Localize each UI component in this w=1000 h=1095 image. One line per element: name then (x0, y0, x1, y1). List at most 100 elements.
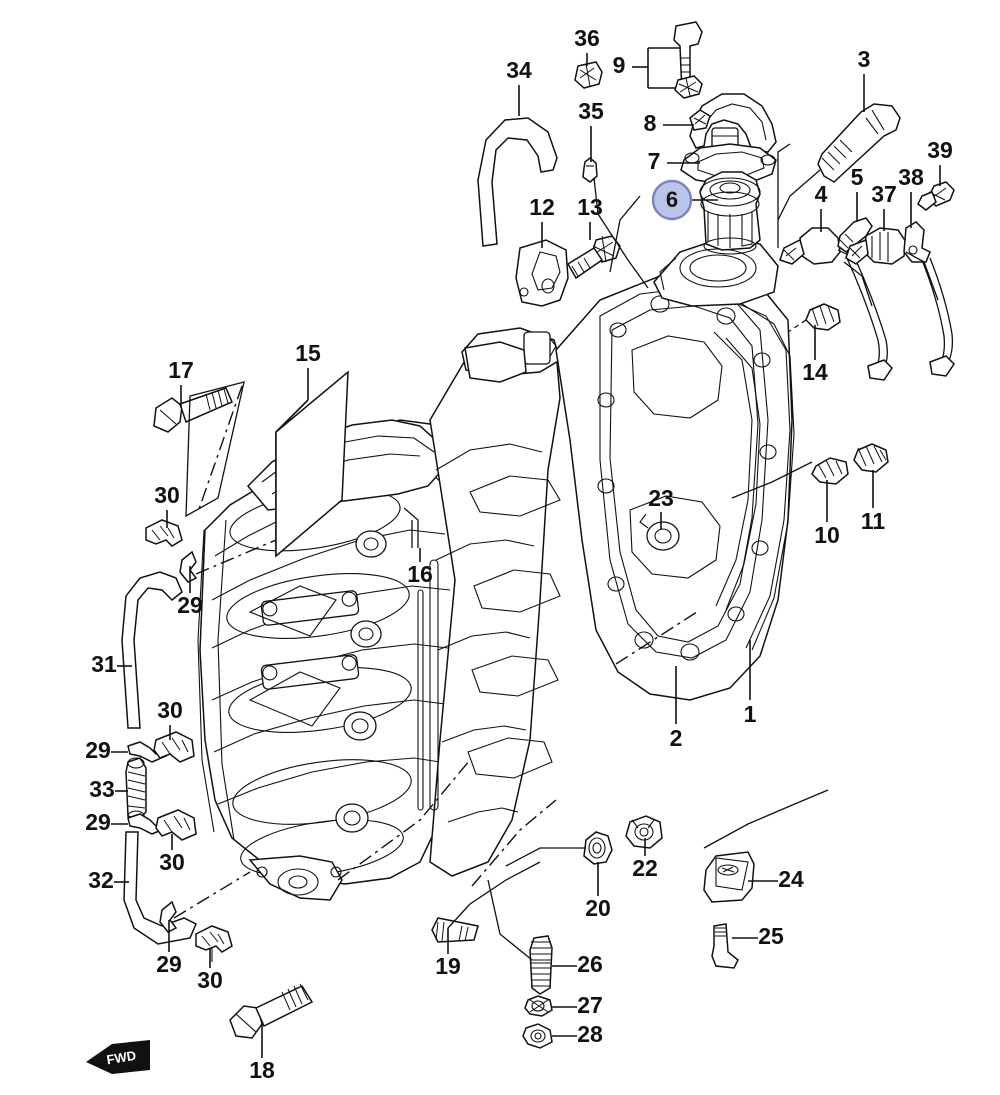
callout-number-label: 34 (506, 57, 532, 83)
callout-number-label: 29 (85, 809, 111, 835)
callout-2[interactable]: 2 (670, 666, 683, 751)
callout-number-label: 10 (814, 522, 840, 548)
callout-36[interactable]: 36 (574, 25, 600, 66)
callout-12[interactable]: 12 (529, 194, 555, 248)
callout-number-label: 1 (744, 701, 757, 727)
callout-number-label: 27 (577, 992, 603, 1018)
callout-29[interactable]: 29 (85, 737, 128, 763)
part-14-plug (787, 303, 841, 333)
callout-14[interactable]: 14 (802, 325, 828, 385)
callout-22[interactable]: 22 (632, 838, 658, 881)
leader-dash-2 (471, 799, 557, 887)
callout-28[interactable]: 28 (552, 1021, 603, 1047)
leader-35-to-block (593, 177, 649, 289)
part-26-stud (529, 935, 553, 995)
part-5-bolt (837, 217, 873, 253)
part-37-sensor (845, 227, 907, 265)
callout-number-label: 39 (927, 137, 953, 163)
callout-33[interactable]: 33 (89, 776, 128, 802)
callout-24[interactable]: 24 (748, 866, 804, 892)
part-15-gasket-plate (275, 370, 349, 558)
callout-26[interactable]: 26 (552, 951, 603, 977)
part-7-gasket (680, 143, 777, 185)
callout-15[interactable]: 15 (295, 340, 321, 400)
callout-30[interactable]: 30 (197, 948, 223, 993)
callout-number-label: 9 (613, 52, 626, 78)
part-12-bracket (515, 239, 569, 307)
leader-20-long (505, 847, 586, 867)
callout-number-label: 24 (778, 866, 804, 892)
leader-dash-6 (197, 385, 243, 513)
leader-24-long (703, 789, 829, 849)
part-3-bolt (817, 103, 901, 183)
callout-number-label: 22 (632, 855, 658, 881)
callout-19[interactable]: 19 (435, 928, 461, 979)
callout-29[interactable]: 29 (156, 920, 182, 977)
callout-23[interactable]: 23 (648, 485, 674, 530)
part-24-bracket (703, 851, 755, 903)
callout-38[interactable]: 38 (898, 164, 924, 228)
callout-9[interactable]: 9 (613, 52, 648, 78)
part-34-hose (477, 117, 558, 247)
leader-3-bracket (777, 169, 821, 221)
callout-number-label: 8 (644, 110, 657, 136)
callout-29[interactable]: 29 (85, 809, 128, 835)
callout-37[interactable]: 37 (871, 181, 897, 231)
callout-number-label: 29 (156, 951, 182, 977)
callout-5[interactable]: 5 (851, 164, 864, 222)
part-4-sensor (779, 227, 893, 381)
callout-32[interactable]: 32 (88, 867, 129, 893)
leader-19-long (447, 861, 541, 929)
callout-number-label: 14 (802, 359, 828, 385)
callout-35[interactable]: 35 (578, 98, 604, 162)
fwd-orientation-marker: FWD (86, 1040, 150, 1074)
part-22-nut (625, 815, 663, 849)
callout-13[interactable]: 13 (577, 194, 603, 240)
callout-16[interactable]: 16 (407, 548, 433, 587)
callout-30[interactable]: 30 (157, 697, 183, 740)
callout-number-label: 33 (89, 776, 115, 802)
leader-38-wire (905, 251, 939, 301)
callout-number-label: 25 (758, 923, 784, 949)
callout-number-label: 7 (648, 148, 661, 174)
callout-8[interactable]: 8 (644, 110, 694, 136)
highlighted-callout-6[interactable]: 6 (651, 179, 718, 221)
part-38-bracket (903, 221, 955, 377)
leader-4-wire (843, 261, 873, 307)
callout-27[interactable]: 27 (552, 992, 603, 1018)
callout-30[interactable]: 30 (154, 482, 180, 528)
callout-7[interactable]: 7 (648, 148, 700, 174)
callout-31[interactable]: 31 (91, 651, 132, 677)
callout-17[interactable]: 17 (168, 357, 194, 408)
callout-1[interactable]: 1 (744, 640, 757, 727)
part-28-nut (522, 1023, 553, 1049)
part-36-clamp (574, 61, 603, 89)
callout-number-label: 36 (574, 25, 600, 51)
part-32-hose (123, 831, 197, 945)
callout-39[interactable]: 39 (927, 137, 953, 186)
part-35-clip (582, 157, 598, 183)
leader-dash-3 (173, 871, 251, 919)
callout-25[interactable]: 25 (732, 923, 784, 949)
callout-6-label: 6 (666, 187, 678, 212)
part-27-nut (524, 995, 553, 1017)
callout-3[interactable]: 3 (858, 46, 871, 112)
callout-number-label: 37 (871, 181, 897, 207)
callout-34[interactable]: 34 (506, 57, 532, 116)
callout-29[interactable]: 29 (177, 566, 203, 618)
callout-number-label: 18 (249, 1057, 275, 1083)
part-10-fitting (811, 457, 849, 485)
callout-30[interactable]: 30 (159, 834, 185, 875)
callout-number-label: 15 (295, 340, 321, 366)
callout-18[interactable]: 18 (249, 1022, 275, 1083)
callout-20[interactable]: 20 (585, 862, 611, 921)
part-31-hose (121, 571, 183, 729)
callout-11[interactable]: 11 (861, 470, 886, 534)
part-9-bolt-nut-group (647, 21, 703, 99)
callout-10[interactable]: 10 (814, 480, 840, 548)
fwd-label: FWD (106, 1048, 138, 1067)
callout-number-label: 23 (648, 485, 674, 511)
callout-4[interactable]: 4 (815, 181, 828, 232)
part-33-tube (125, 757, 147, 822)
